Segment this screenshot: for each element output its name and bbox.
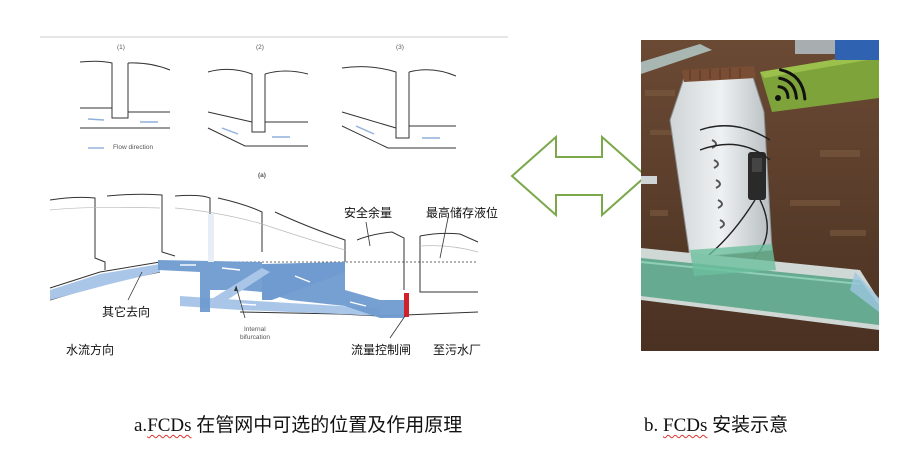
fcd-installation-illustration	[640, 40, 879, 351]
caption-a-text: 在管网中可选的位置及作用原理	[191, 415, 463, 436]
light-blue-pipe-lower	[180, 296, 380, 316]
internal-bifurcation-label-2: bifurcation	[240, 334, 270, 341]
bifurcation-link	[210, 268, 270, 306]
water-flow-direction-label: 水流方向	[66, 343, 115, 357]
wifi-signal-icon	[775, 68, 807, 101]
caption-b-text: 安装示意	[707, 415, 789, 436]
internal-bifurcation-label-1: Internal	[244, 326, 266, 333]
panel-label-2: (2)	[256, 44, 264, 51]
panel-2-pipe	[207, 68, 309, 147]
caption-b: b. FCDs 安装示意	[644, 410, 788, 437]
caption-b-fcds: FCDs	[663, 415, 708, 436]
caption-b-prefix: b.	[644, 415, 663, 436]
max-storage-level-label: 最高储存液位	[426, 206, 499, 220]
panel-label-1: (1)	[117, 44, 125, 51]
flow-control-gate-label: 流量控制闸	[351, 343, 412, 357]
to-sewage-plant-label: 至污水厂	[433, 343, 482, 357]
flow-control-gate-mark	[404, 293, 409, 317]
caption-a-prefix: a.	[134, 415, 148, 436]
caption-a-fcds: FCDs	[147, 415, 192, 436]
flow-arrow	[87, 118, 105, 121]
safety-margin-label: 安全余量	[344, 206, 393, 220]
bidirectional-arrow-icon	[510, 134, 648, 218]
flow-arrow	[355, 125, 375, 135]
panel-label-3: (3)	[396, 44, 404, 51]
flow-arrow	[221, 127, 239, 135]
light-blue-pipe	[50, 264, 160, 300]
caption-a: a.FCDs 在管网中可选的位置及作用原理	[134, 410, 462, 437]
pipe-network-profile	[49, 193, 479, 339]
shaft-tube	[208, 214, 214, 262]
flow-direction-label: Flow direction	[113, 144, 154, 151]
panel-1-pipe	[79, 60, 171, 129]
other-direction-label: 其它去向	[102, 305, 151, 319]
sub-figure-label: (a)	[258, 172, 266, 179]
panel-3-pipe	[341, 66, 457, 149]
bifurcation-channel	[262, 262, 345, 300]
